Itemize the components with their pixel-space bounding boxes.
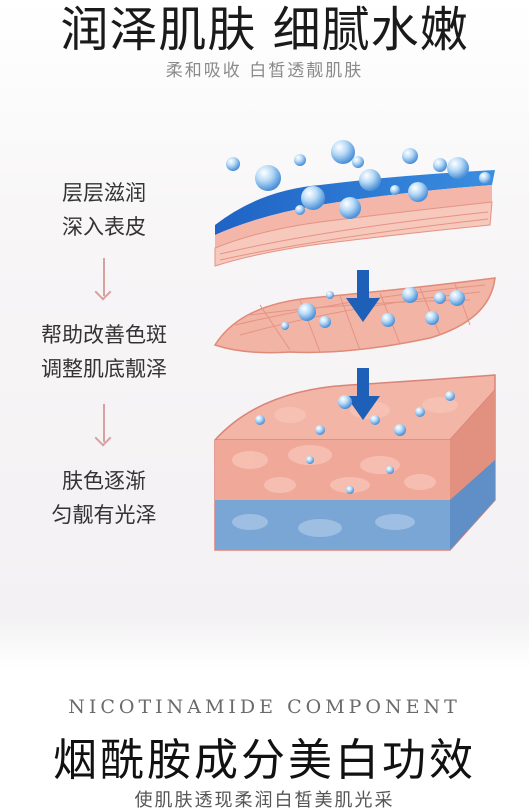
step-3-line1: 肤色逐渐 xyxy=(62,469,146,493)
page-subtitle: 柔和吸收 白皙透靓肌肤 xyxy=(165,61,364,81)
sparkle xyxy=(500,706,508,714)
step-2-line2: 调整肌底靓泽 xyxy=(41,357,167,381)
bottom-dermis-layer xyxy=(214,374,496,551)
hero-section: 润泽肌肤 细腻水嫩 柔和吸收 白皙透靓肌肤 层层滋润 深入表皮 帮助改善色斑 调… xyxy=(0,0,529,612)
arrow-down-icon xyxy=(103,404,105,442)
page-title: 润泽肌肤 细腻水嫩 xyxy=(60,2,469,58)
component-section: NICOTINAMIDE COMPONENT 烟酰胺成分美白功效 使肌肤透现柔润… xyxy=(0,612,529,811)
middle-epidermis-layer xyxy=(213,277,496,354)
step-2-text: 帮助改善色斑 调整肌底靓泽 xyxy=(30,318,178,386)
step-1-text: 层层滋润 深入表皮 xyxy=(30,176,178,244)
step-3-text: 肤色逐渐 匀靓有光泽 xyxy=(30,464,178,532)
component-english-title: NICOTINAMIDE COMPONENT xyxy=(68,696,461,718)
step-2-line1: 帮助改善色斑 xyxy=(41,323,167,347)
skin-layers-illustration xyxy=(213,140,496,551)
arrow-down-icon xyxy=(103,258,105,296)
component-chinese-title: 烟酰胺成分美白功效 xyxy=(53,735,476,786)
blue-arrow-down-icon xyxy=(346,270,380,420)
step-3-line2: 匀靓有光泽 xyxy=(51,503,157,527)
step-1-line1: 层层滋润 xyxy=(62,181,146,205)
step-1-line2: 深入表皮 xyxy=(62,215,146,239)
water-bubbles xyxy=(226,140,491,494)
component-description: 使肌肤透现柔润白皙美肌光采 xyxy=(134,790,395,811)
